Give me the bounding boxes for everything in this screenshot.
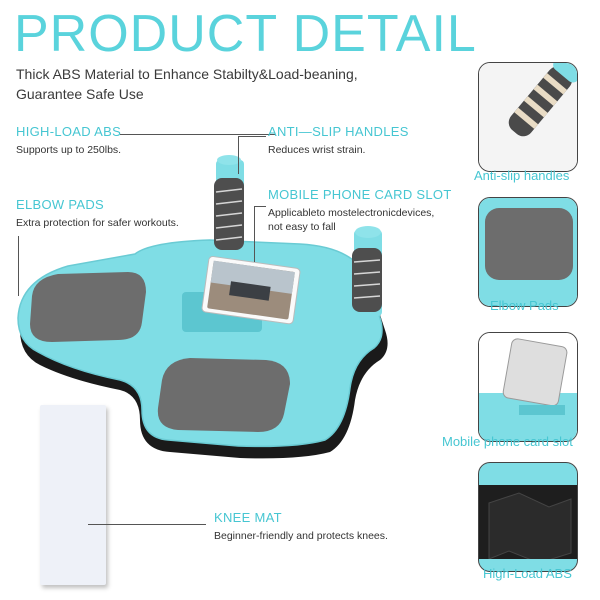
handle-right-grip — [352, 248, 382, 312]
side-panel-handles — [478, 62, 578, 172]
feature-phone-desc: Applicableto mostelectronicdevices, not … — [268, 206, 452, 234]
feature-knee-title: KNEE MAT — [214, 510, 282, 525]
feature-phone-desc-line-1: Applicableto mostelectronicdevices, — [268, 207, 435, 219]
leader-high-load — [120, 134, 275, 135]
side-panel-phone — [478, 332, 578, 442]
elbow-pad-left — [30, 272, 146, 342]
feature-phone: MOBILE PHONE CARD SLOT Applicableto most… — [268, 187, 452, 234]
side-caption-elbow: Elbow Pads — [490, 298, 559, 313]
side-caption-phone: Mobile phone card slot — [442, 434, 573, 449]
leader-anti-slip-v — [238, 136, 239, 174]
feature-elbow: ELBOW PADS Extra protection for safer wo… — [16, 197, 179, 230]
feature-elbow-desc: Extra protection for safer workouts. — [16, 217, 179, 229]
subtitle-line-1: Thick ABS Material to Enhance Stabilty&L… — [16, 66, 358, 82]
elbow-pad-right — [157, 358, 290, 432]
side-panel-elbow — [478, 197, 578, 307]
leader-elbow — [18, 236, 19, 296]
feature-phone-title: MOBILE PHONE CARD SLOT — [268, 187, 452, 202]
feature-anti-slip-desc: Reduces wrist strain. — [268, 144, 366, 156]
feature-knee: KNEE MAT Beginner-friendly and protects … — [214, 510, 388, 543]
subtitle-line-2: Guarantee Safe Use — [16, 86, 144, 102]
page-subtitle: Thick ABS Material to Enhance Stabilty&L… — [16, 64, 456, 104]
feature-anti-slip: ANTI—SLIP HANDLES Reduces wrist strain. — [268, 124, 409, 157]
leader-phone — [254, 206, 255, 262]
feature-high-load: HIGH-LOAD ABS Supports up to 250lbs. — [16, 124, 121, 157]
feature-high-load-desc: Supports up to 250lbs. — [16, 144, 122, 156]
phone — [201, 256, 301, 325]
leader-phone-h — [254, 206, 266, 207]
phone-slot-closeup-image — [479, 333, 577, 441]
leader-knee — [88, 524, 206, 525]
feature-high-load-title: HIGH-LOAD ABS — [16, 124, 122, 139]
feature-elbow-title: ELBOW PADS — [16, 197, 105, 212]
feature-anti-slip-title: ANTI—SLIP HANDLES — [268, 124, 409, 139]
elbow-closeup-image — [479, 198, 577, 306]
side-panel-abs — [478, 462, 578, 572]
leader-anti-slip-h — [238, 136, 266, 137]
side-caption-abs: High-Load ABS — [483, 566, 572, 581]
feature-phone-desc-line-2: not easy to fall — [268, 221, 336, 233]
page-title: PRODUCT DETAIL — [14, 5, 477, 63]
feature-knee-desc: Beginner-friendly and protects knees. — [214, 530, 388, 542]
side-caption-handles: Anti-slip handles — [474, 168, 570, 183]
handles-closeup-image — [479, 63, 577, 171]
knee-mat — [40, 405, 106, 585]
abs-closeup-image — [479, 463, 577, 571]
